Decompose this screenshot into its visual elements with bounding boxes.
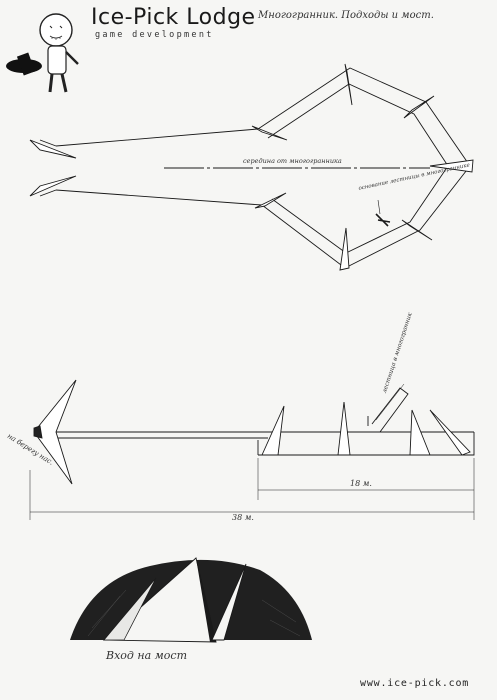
dimension-short: 18 м. <box>350 479 372 488</box>
logo-subtitle: game development <box>95 30 214 40</box>
elevation-view <box>29 379 475 520</box>
logo-title: Ice-Pick Lodge <box>91 5 256 30</box>
plan-view <box>29 63 474 271</box>
plan-center-label: середина от многогранника <box>243 157 342 165</box>
entry-label: Вход на мост <box>106 649 188 662</box>
dimension-long: 38 м. <box>232 513 254 522</box>
doll-mascot-icon <box>6 13 79 93</box>
sheet-title: Многогранник. Подходы и мост. <box>258 10 434 21</box>
bridge-entry-sketch <box>70 557 312 643</box>
site-url-link[interactable]: www.ice-pick.com <box>360 678 470 689</box>
